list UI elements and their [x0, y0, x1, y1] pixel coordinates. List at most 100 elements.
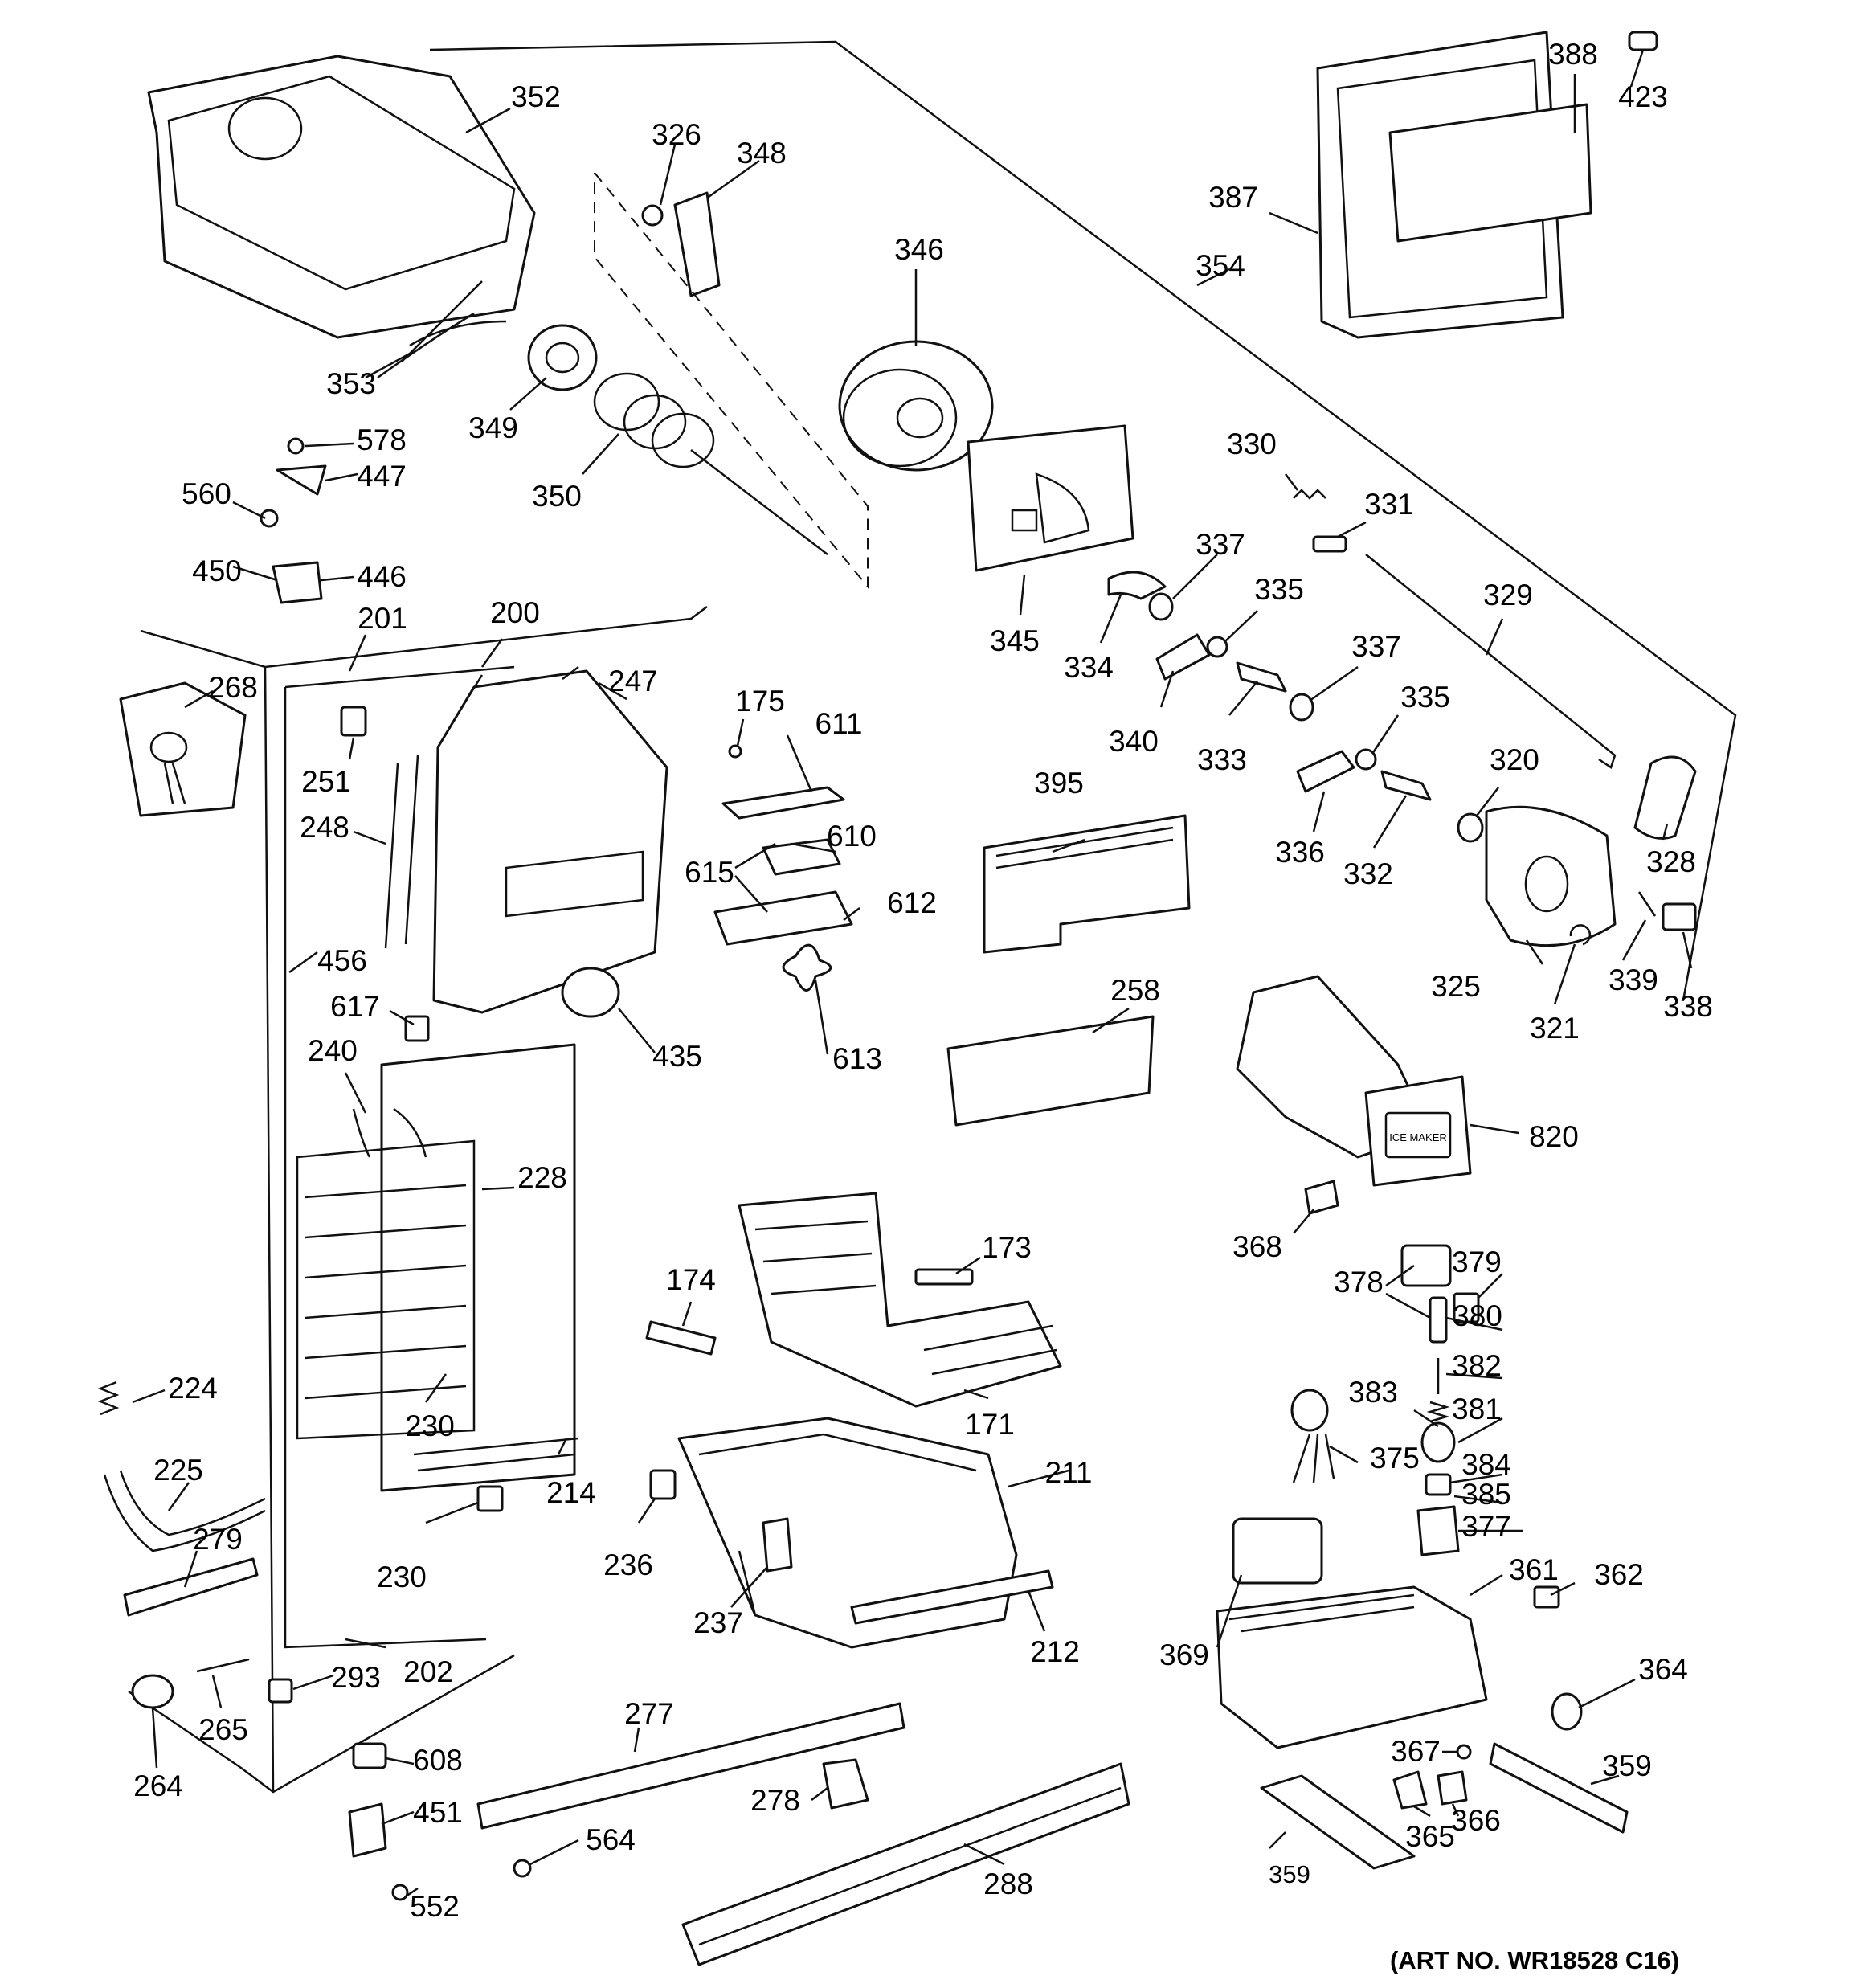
part-335b-washer — [1355, 748, 1377, 771]
callout-359b: 359 — [1269, 1860, 1310, 1888]
callout-336: 336 — [1275, 836, 1325, 869]
part-446-hinge — [272, 561, 323, 604]
part-175-screw — [728, 744, 742, 759]
callout-564: 564 — [586, 1823, 636, 1856]
callout-435: 435 — [652, 1040, 702, 1073]
callout-240: 240 — [308, 1034, 358, 1067]
art-number: (ART NO. WR18528 C16) — [1390, 1946, 1679, 1974]
callout-331: 331 — [1364, 488, 1414, 521]
part-560-screw — [260, 509, 279, 528]
part-338-switch — [1662, 902, 1697, 931]
part-447-bracket — [276, 464, 327, 496]
callout-225: 225 — [153, 1454, 203, 1487]
callout-201: 201 — [358, 602, 407, 635]
auger-dashed-enclosure — [594, 172, 869, 589]
callout-258: 258 — [1110, 974, 1160, 1007]
callout-617: 617 — [330, 990, 380, 1023]
callout-202: 202 — [403, 1655, 453, 1688]
part-364-shaft — [1551, 1692, 1583, 1731]
part-334-cam — [1107, 571, 1167, 600]
part-820-ice-maker: ICE MAKER — [1236, 975, 1472, 1187]
part-608-button — [352, 1742, 387, 1769]
part-423-pin — [1628, 31, 1658, 51]
callout-171: 171 — [965, 1408, 1015, 1441]
callout-447: 447 — [357, 460, 407, 493]
part-247-evaporator-cover — [432, 666, 668, 1014]
part-451-hinge — [348, 1802, 387, 1858]
part-611-bracket — [721, 786, 845, 820]
callout-375: 375 — [1370, 1442, 1420, 1475]
callout-552: 552 — [410, 1890, 460, 1923]
callout-345: 345 — [990, 624, 1040, 657]
callout-612: 612 — [887, 886, 937, 919]
part-381-drum — [1420, 1421, 1456, 1463]
callout-348: 348 — [737, 137, 787, 170]
callout-279: 279 — [193, 1523, 243, 1556]
part-337b-bushing — [1289, 693, 1314, 722]
cabinet-liner — [128, 606, 708, 1794]
part-277-rail — [476, 1702, 905, 1830]
part-367-screw — [1456, 1744, 1472, 1760]
callout-366: 366 — [1451, 1804, 1501, 1837]
callout-230b: 230 — [377, 1561, 427, 1593]
callout-382: 382 — [1452, 1349, 1502, 1382]
part-293-fitting — [268, 1678, 293, 1704]
callout-334: 334 — [1064, 651, 1114, 684]
callout-264: 264 — [133, 1769, 183, 1802]
callout-615: 615 — [685, 856, 734, 889]
part-265-pin — [196, 1658, 250, 1673]
callout-333: 333 — [1197, 743, 1247, 776]
part-359a-trim — [1489, 1742, 1629, 1834]
part-352-ice-bucket — [147, 55, 536, 379]
part-211-ice-bin — [677, 1417, 1018, 1649]
part-377-bracket — [1416, 1505, 1460, 1556]
part-395-panel — [983, 814, 1191, 954]
part-348-bracket — [673, 191, 721, 297]
callout-278: 278 — [750, 1784, 800, 1817]
callout-369: 369 — [1159, 1638, 1209, 1671]
part-333-lever — [1236, 661, 1287, 693]
part-339-pin — [1637, 891, 1657, 917]
ice-maker-label: ICE MAKER — [1389, 1131, 1447, 1143]
callout-329: 329 — [1483, 579, 1533, 612]
callout-330: 330 — [1227, 427, 1277, 460]
callout-378: 378 — [1334, 1266, 1384, 1299]
part-331-clip — [1312, 535, 1347, 553]
part-361-motor-plate — [1216, 1585, 1488, 1749]
part-362-clip — [1533, 1585, 1560, 1609]
part-230-bracket — [476, 1485, 504, 1512]
part-321-clip — [1569, 924, 1592, 946]
callout-608: 608 — [413, 1744, 463, 1777]
callout-236: 236 — [603, 1548, 653, 1581]
callout-332: 332 — [1343, 857, 1393, 890]
callout-173: 173 — [982, 1231, 1032, 1264]
callout-340: 340 — [1109, 725, 1159, 758]
part-224-spring — [97, 1381, 120, 1416]
callout-578: 578 — [357, 423, 407, 456]
part-251-thermostat — [340, 706, 367, 737]
callout-346: 346 — [894, 233, 944, 266]
callout-388: 388 — [1548, 38, 1598, 71]
part-278-latch — [822, 1758, 869, 1810]
callout-339: 339 — [1609, 963, 1658, 996]
callout-362: 362 — [1594, 1558, 1644, 1591]
callout-293: 293 — [331, 1661, 381, 1694]
callout-175: 175 — [735, 685, 785, 718]
part-612-bracket — [713, 890, 853, 946]
callout-560: 560 — [182, 477, 231, 510]
part-388-flap — [1388, 103, 1592, 243]
callout-288: 288 — [983, 1867, 1033, 1900]
callout-214: 214 — [546, 1476, 596, 1509]
part-258-cover — [946, 1015, 1155, 1127]
part-613-fan-blade — [782, 943, 832, 992]
part-345-mounting-plate — [967, 424, 1134, 572]
part-365-clip — [1392, 1770, 1428, 1810]
part-359b-trim — [1260, 1774, 1416, 1870]
callout-320: 320 — [1490, 743, 1539, 776]
part-375-bulb — [1290, 1389, 1335, 1483]
part-349-coupling — [527, 324, 598, 391]
part-332-lever — [1380, 770, 1432, 801]
part-330-spring — [1293, 489, 1326, 500]
part-264-roller — [131, 1674, 174, 1709]
part-564-screw — [513, 1859, 532, 1878]
